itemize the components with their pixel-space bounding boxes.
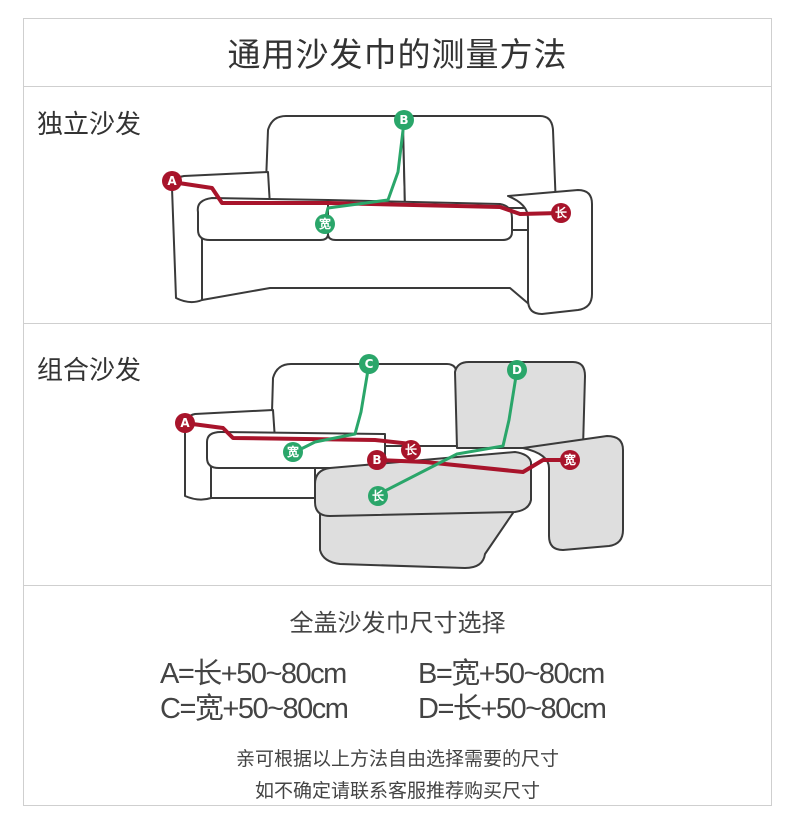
marker-length-icon: 长 — [551, 203, 571, 223]
marker-width-icon: 宽 — [315, 214, 335, 234]
page-title: 通用沙发巾的测量方法 — [227, 35, 568, 74]
svg-text:宽: 宽 — [286, 444, 299, 459]
single-sofa-label: 独立沙发 — [37, 110, 142, 140]
combo-sofa-diagram: A 长 B 宽 C D 宽 长 — [175, 354, 624, 569]
formula-a: A=长+50~80cm — [160, 658, 347, 690]
formula-b: B=宽+50~80cm — [418, 658, 605, 690]
svg-text:A: A — [167, 174, 177, 188]
svg-text:宽: 宽 — [563, 452, 576, 467]
marker-width-left-icon: 宽 — [283, 442, 303, 462]
svg-text:C: C — [365, 357, 374, 371]
svg-text:A: A — [180, 416, 190, 430]
marker-c-icon: C — [359, 354, 379, 374]
note-line-1: 亲可根据以上方法自由选择需要的尺寸 — [235, 748, 559, 770]
svg-text:B: B — [399, 113, 408, 127]
marker-width-right-icon: 宽 — [560, 450, 580, 470]
formula-c: C=宽+50~80cm — [160, 693, 349, 725]
marker-b-icon: B — [394, 110, 414, 130]
svg-text:宽: 宽 — [318, 216, 331, 231]
formula-d: D=长+50~80cm — [418, 693, 607, 725]
section-divider-1 — [23, 323, 772, 324]
svg-text:长: 长 — [555, 205, 568, 220]
svg-text:B: B — [372, 453, 381, 467]
svg-text:D: D — [512, 363, 522, 377]
note-line-2: 如不确定请联系客服推荐购买尺寸 — [254, 780, 540, 802]
marker-length-mid-icon: 长 — [401, 440, 421, 460]
svg-text:长: 长 — [405, 442, 418, 457]
single-sofa-diagram: A 长 B 宽 — [162, 110, 593, 315]
marker-a-icon: A — [175, 413, 195, 433]
svg-text:长: 长 — [372, 488, 385, 503]
combo-sofa-label: 组合沙发 — [37, 356, 142, 386]
title-divider — [23, 86, 772, 87]
section-divider-2 — [23, 585, 772, 586]
marker-d-icon: D — [507, 360, 527, 380]
size-heading: 全盖沙发巾尺寸选择 — [289, 609, 506, 637]
outer-frame — [23, 18, 772, 806]
marker-length-chaise-icon: 长 — [368, 486, 388, 506]
marker-b-icon: B — [367, 450, 387, 470]
marker-a-icon: A — [162, 171, 182, 191]
